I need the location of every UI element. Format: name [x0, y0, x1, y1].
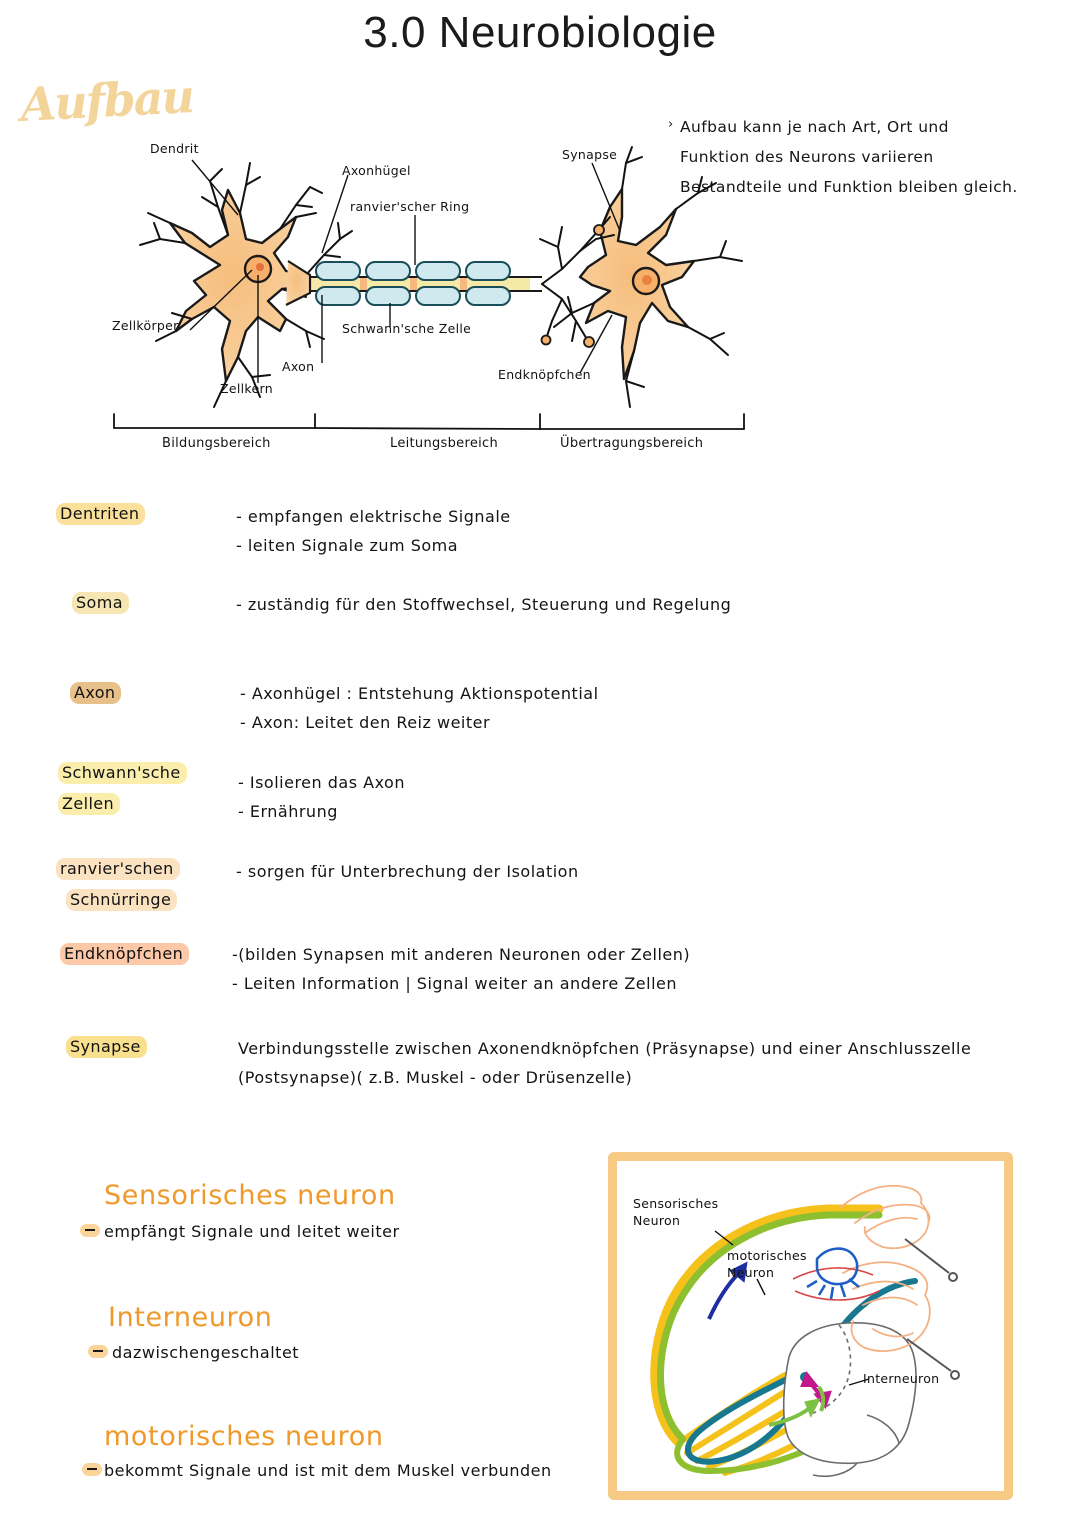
reflex-label-line: Sensorisches: [633, 1196, 719, 1211]
dash-bullet-icon: [82, 1463, 102, 1476]
def-line: (Postsynapse)( z.B. Muskel - oder Drüsen…: [238, 1068, 633, 1087]
intro-note-line-2: Funktion des Neurons variieren: [680, 148, 934, 166]
intro-note-line-3: Bestandteile und Funktion bleiben gleich…: [680, 178, 1018, 196]
def-lines-axon: - Axonhügel : Entstehung Aktionspotentia…: [240, 679, 599, 737]
label-ranvierscher-ring: ranvier'scher Ring: [350, 199, 470, 214]
label-endknoepfchen: Endknöpfchen: [498, 367, 591, 382]
label-axonhuegel: Axonhügel: [342, 163, 411, 178]
neuron-diagram-svg: [139, 146, 743, 408]
type-desc-motorisches-neuron: bekommt Signale und ist mit dem Muskel v…: [104, 1461, 552, 1480]
label-schwannsche-zelle: Schwann'sche Zelle: [342, 321, 472, 336]
label-synapse: Synapse: [562, 147, 618, 162]
def-lines-ranvierschen: - sorgen für Unterbrechung der Isolation: [236, 857, 579, 886]
bullet-chevron-icon: ›: [668, 117, 674, 132]
def-term-soma: Soma: [72, 592, 129, 614]
def-line: - empfangen elektrische Signale: [236, 507, 511, 526]
label-axon: Axon: [282, 359, 315, 374]
def-line: -(bilden Synapsen mit anderen Neuronen o…: [232, 945, 691, 964]
def-term-ranvierschen-2: Schnürringe: [66, 889, 178, 911]
def-line: - Ernährung: [238, 802, 338, 821]
def-line: - Axon: Leitet den Reiz weiter: [240, 713, 491, 732]
dash-bullet-icon: [80, 1224, 100, 1237]
def-line: - Leiten Information | Signal weiter an …: [232, 974, 678, 993]
def-term-axon: Axon: [70, 682, 122, 704]
region-label-bildungsbereich: Bildungsbereich: [162, 436, 271, 451]
def-line: - sorgen für Unterbrechung der Isolation: [236, 862, 579, 881]
region-bracket: [110, 412, 750, 434]
neuron-diagram: Dendrit Zellkörper Zellkern Axon Axonhüg…: [110, 135, 770, 465]
def-line: - Isolieren das Axon: [238, 773, 405, 792]
def-line: Verbindungsstelle zwischen Axonendknöpfc…: [238, 1039, 972, 1058]
def-term-schwannsche-2: Zellen: [58, 793, 121, 815]
reflex-label-line: Neuron: [727, 1265, 775, 1280]
label-zellkoerper: Zellkörper: [112, 318, 179, 333]
def-term-schwannsche: Schwann'sche: [58, 762, 187, 784]
page-title: 3.0 Neurobiologie: [363, 8, 717, 57]
reflex-label-motorisches-neuron: motorisches Neuron: [727, 1247, 807, 1281]
region-label-leitungsbereich: Leitungsbereich: [390, 436, 499, 451]
def-lines-endknoepfchen: -(bilden Synapsen mit anderen Neuronen o…: [232, 940, 690, 998]
dash-bullet-icon: [88, 1345, 108, 1358]
def-lines-dentriten: - empfangen elektrische Signale - leiten…: [236, 502, 511, 560]
def-line: - Axonhügel : Entstehung Aktionspotentia…: [240, 684, 599, 703]
type-desc-sensorisches-neuron: empfängt Signale und leitet weiter: [104, 1222, 400, 1241]
reflex-label-interneuron: Interneuron: [863, 1371, 940, 1386]
def-lines-soma: - zuständig für den Stoffwechsel, Steuer…: [236, 590, 731, 619]
intro-note: › Aufbau kann je nach Art, Ort und Funkt…: [668, 112, 1018, 202]
def-lines-schwannsche: - Isolieren das Axon - Ernährung: [238, 768, 405, 826]
reflex-arc-diagram: Sensorisches Neuron motorisches Neuron I…: [608, 1152, 1013, 1500]
def-term-endknoepfchen: Endknöpfchen: [60, 943, 190, 965]
def-term-dentriten: Dentriten: [56, 503, 146, 525]
def-term-synapse: Synapse: [66, 1036, 147, 1058]
reflex-arc-svg: [650, 1184, 960, 1478]
type-title-interneuron: Interneuron: [108, 1302, 273, 1333]
def-line: - leiten Signale zum Soma: [236, 536, 459, 555]
def-lines-synapse: Verbindungsstelle zwischen Axonendknöpfc…: [238, 1034, 971, 1092]
reflex-label-line: Neuron: [633, 1213, 681, 1228]
type-title-motorisches-neuron: motorisches neuron: [104, 1421, 384, 1452]
reflex-label-sensorisches-neuron: Sensorisches Neuron: [633, 1195, 718, 1229]
def-term-ranvierschen: ranvier'schen: [56, 858, 180, 880]
label-zellkern: Zellkern: [220, 381, 273, 396]
region-label-uebertragungsbereich: Übertragungsbereich: [560, 436, 704, 451]
intro-note-line-1: Aufbau kann je nach Art, Ort und: [680, 118, 949, 136]
type-desc-interneuron: dazwischengeschaltet: [112, 1343, 300, 1362]
reflex-label-line: motorisches: [727, 1248, 807, 1263]
section-heading-aufbau: Aufbau: [19, 69, 195, 132]
label-dendrit: Dendrit: [150, 141, 199, 156]
def-line: - zuständig für den Stoffwechsel, Steuer…: [236, 595, 732, 614]
type-title-sensorisches-neuron: Sensorisches neuron: [104, 1180, 396, 1211]
